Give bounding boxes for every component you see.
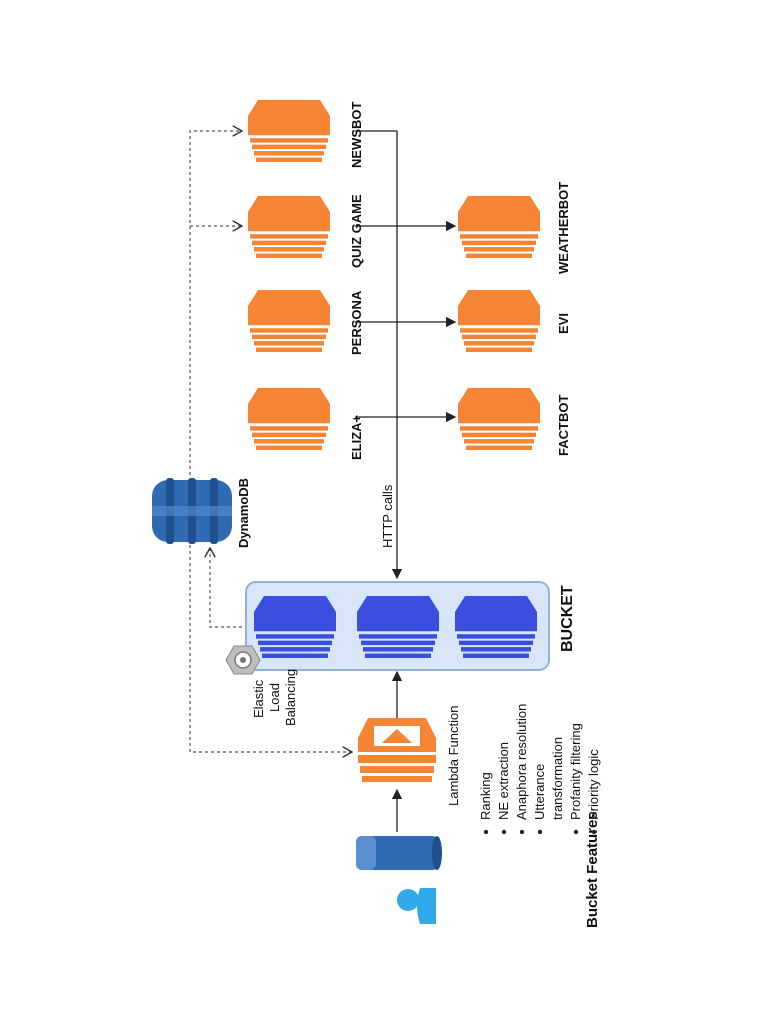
bucket-features-title: Bucket Features (584, 811, 601, 928)
connectors (355, 130, 457, 832)
bot-weatherbot: WEATHERBOT (458, 182, 571, 274)
stream-icon (356, 836, 442, 870)
dynamodb-icon (152, 478, 232, 544)
lower-bots: FACTBOT EVI WEATHERBOT (458, 182, 571, 456)
bot-label: EVI (556, 313, 571, 334)
svg-text:Profanity filtering: Profanity filtering (568, 723, 583, 820)
bot-label: PERSONA (349, 290, 364, 355)
upper-bots: ELIZA+ PERSONA QUIZ GAME NEWSBOT (248, 100, 364, 460)
user-icon (397, 888, 436, 924)
svg-text:Anaphora resolution: Anaphora resolution (514, 704, 529, 820)
svg-text:transformation: transformation (550, 737, 565, 820)
svg-text:Priority logic: Priority logic (586, 749, 601, 820)
bot-label: WEATHERBOT (556, 182, 571, 274)
bot-label: NEWSBOT (349, 102, 364, 169)
bucket-feature-item: Anaphora resolution (514, 704, 529, 835)
bot-persona: PERSONA (248, 290, 364, 355)
bot-newsbot: NEWSBOT (248, 100, 364, 168)
bucket-block-1 (254, 596, 336, 658)
lambda-function-label: Lambda Function (446, 706, 461, 806)
elb-label-line3: Balancing (283, 669, 298, 726)
bucket-feature-item: NE extraction (496, 742, 511, 835)
bucket-label: BUCKET (559, 585, 576, 652)
bucket-feature-item: transformation (550, 737, 565, 820)
svg-text:NE extraction: NE extraction (496, 742, 511, 820)
dynamodb-connectors (189, 131, 352, 752)
bot-label: QUIZ GAME (349, 194, 364, 268)
bucket-feature-item: Profanity filtering (568, 723, 583, 835)
bucket-block-2 (357, 596, 439, 658)
elb-label-line2: Load (267, 683, 282, 712)
bucket-feature-item: Priority logic (586, 749, 601, 835)
bot-eliza: ELIZA+ (248, 388, 364, 460)
elb-label-line1: Elastic (251, 679, 266, 718)
bot-label: ELIZA+ (349, 414, 364, 460)
bot-quiz-game: QUIZ GAME (248, 194, 364, 268)
bot-factbot: FACTBOT (458, 388, 571, 456)
bucket-feature-item: Ranking (478, 772, 493, 835)
bucket-block-3 (455, 596, 537, 658)
lambda-function-icon (358, 718, 436, 782)
svg-text:Utterance: Utterance (532, 764, 547, 820)
bucket-blocks (254, 596, 537, 658)
bot-evi: EVI (458, 290, 571, 352)
bucket-feature-item: Utterance (532, 764, 547, 835)
svg-text:Ranking: Ranking (478, 772, 493, 820)
http-calls-label: HTTP calls (380, 484, 395, 548)
elastic-load-balancing-icon (225, 645, 261, 675)
bot-label: FACTBOT (556, 395, 571, 456)
dynamodb-label: DynamoDB (236, 478, 251, 548)
